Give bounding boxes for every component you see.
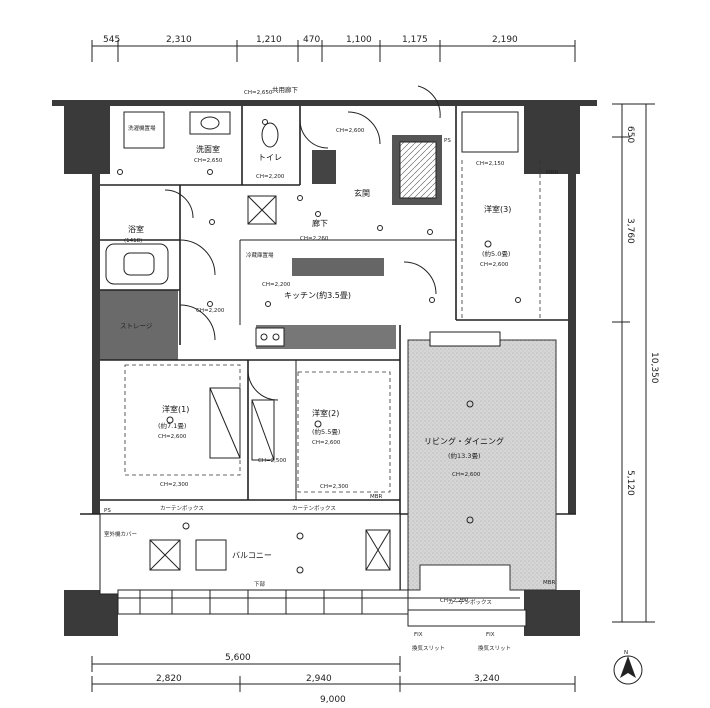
light-markers xyxy=(117,119,521,574)
storage-label: ストレージ xyxy=(120,322,153,330)
dim-right-1: 650 xyxy=(625,126,635,143)
living-ch: CH=2,600 xyxy=(452,472,481,478)
entrance-ch: CH=2,600 xyxy=(336,128,365,134)
stove xyxy=(255,327,285,347)
dim-bottom-1: 2,820 xyxy=(156,674,182,684)
hall-ch: CH=2,260 xyxy=(300,236,329,242)
western3-ch-top: CH=2,150 xyxy=(476,161,505,167)
dim-bottom-2: 2,940 xyxy=(306,674,332,684)
dim-top-4: 470 xyxy=(303,35,320,45)
top-dimension-line: 545 2,310 1,210 470 1,100 1,175 2,190 共用… xyxy=(91,35,576,94)
laundry-area xyxy=(123,111,165,149)
curtain-box-living: カーテンボックス xyxy=(448,598,492,606)
door-swings xyxy=(164,85,441,401)
mbr-label-bottom: MBR xyxy=(543,580,556,586)
western3-ch: CH=2,600 xyxy=(480,262,509,268)
fridge-label: 冷蔵庫置場 xyxy=(246,251,274,259)
washroom-label: 洗面室 xyxy=(196,144,220,154)
compass-north-label: N xyxy=(624,650,628,656)
living-size: (約13.3畳) xyxy=(448,451,481,460)
living-ch-bottom: CH=2,200 xyxy=(440,598,469,604)
laundry-label: 洗濯機置場 xyxy=(128,124,156,132)
hall-label: 廊下 xyxy=(312,218,328,228)
dim-bottom-total: 9,000 xyxy=(320,695,346,705)
dim-bottom-3: 3,240 xyxy=(474,674,500,684)
western2-ch: CH=2,600 xyxy=(312,440,341,446)
sash-right-label: 換気スリット xyxy=(478,644,511,652)
balcony: バルコニー 室外機カバー 下部 xyxy=(99,513,520,615)
dim-top-6: 1,175 xyxy=(402,35,428,45)
dim-top-5: 1,100 xyxy=(346,35,372,45)
dim-top-2: 2,310 xyxy=(166,35,192,45)
dim-right-2: 3,760 xyxy=(625,218,635,244)
western3-label: 洋室(3) xyxy=(484,204,511,214)
western2-ch-bottom: CH=2,300 xyxy=(320,484,349,490)
western2-size: (約5.5畳) xyxy=(312,427,340,436)
western2-label: 洋室(2) xyxy=(312,408,339,418)
dim-right-total: 10,350 xyxy=(649,352,659,384)
mbr-label: MBR xyxy=(370,494,383,500)
entrance-label: 玄関 xyxy=(354,188,370,198)
sash-windows: FIX FIX 換気スリット 換気スリット カーテンボックス カーテンボックス … xyxy=(160,504,527,652)
washroom-ch: CH=2,650 xyxy=(194,158,223,164)
bath-size: (1418) xyxy=(124,238,142,244)
kitchen-ch: CH=2,200 xyxy=(262,282,291,288)
living-label: リビング・ダイニング xyxy=(424,436,504,446)
western1-ch-bottom: CH=2,300 xyxy=(160,482,189,488)
balcony-label: バルコニー xyxy=(232,551,272,560)
mbr-label-top: MBR xyxy=(546,170,559,176)
western2-outline xyxy=(297,371,391,493)
corridor-ch: CH=2,650 xyxy=(244,90,273,96)
living-dining-floor xyxy=(407,339,557,591)
dim-top-3: 1,210 xyxy=(256,35,282,45)
sash-left-label: 換気スリット xyxy=(412,644,445,652)
bottom-dimension-line: 5,600 2,820 2,940 3,240 9,000 xyxy=(91,653,576,705)
north-compass-icon: N xyxy=(613,650,643,685)
western3-size: (約5.0畳) xyxy=(482,249,510,258)
toilet-fixture xyxy=(261,122,279,148)
western1-size: (約7.1畳) xyxy=(158,421,186,430)
dim-top-1: 545 xyxy=(103,35,120,45)
toilet-label: トイレ xyxy=(258,153,282,162)
fix-left: FIX xyxy=(414,632,423,638)
right-dimension-line: 650 3,760 10,350 5,120 xyxy=(612,103,659,623)
ps-label-top: PS xyxy=(444,138,451,144)
outer-walls xyxy=(52,100,597,636)
storage-ch: CH=2,200 xyxy=(196,308,225,314)
curtain-box-w2: カーテンボックス xyxy=(292,504,336,512)
toilet-ch: CH=2,200 xyxy=(256,174,285,180)
dim-right-3: 5,120 xyxy=(625,470,635,496)
dim-top-7: 2,190 xyxy=(492,35,518,45)
western1-ch: CH=2,600 xyxy=(158,434,187,440)
fix-right: FIX xyxy=(486,632,495,638)
ps-label: PS xyxy=(104,508,111,514)
western2-closet-ch: CH=2,500 xyxy=(258,458,287,464)
drain-label: 下部 xyxy=(254,580,266,588)
curtain-box-w1: カーテンボックス xyxy=(160,504,204,512)
kitchen-label: キッチン(約3.5畳) xyxy=(284,290,351,300)
room-labels: 洗濯機置場 洗面室 CH=2,650 トイレ CH=2,200 CH=2,650… xyxy=(104,90,559,604)
corridor-label: 共用廊下 xyxy=(272,85,299,94)
aircon-cover-label: 室外機カバー xyxy=(104,530,137,538)
bath-label: 浴室 xyxy=(128,224,144,234)
western1-label: 洋室(1) xyxy=(162,404,189,414)
dim-bottom-upper: 5,600 xyxy=(225,653,251,663)
